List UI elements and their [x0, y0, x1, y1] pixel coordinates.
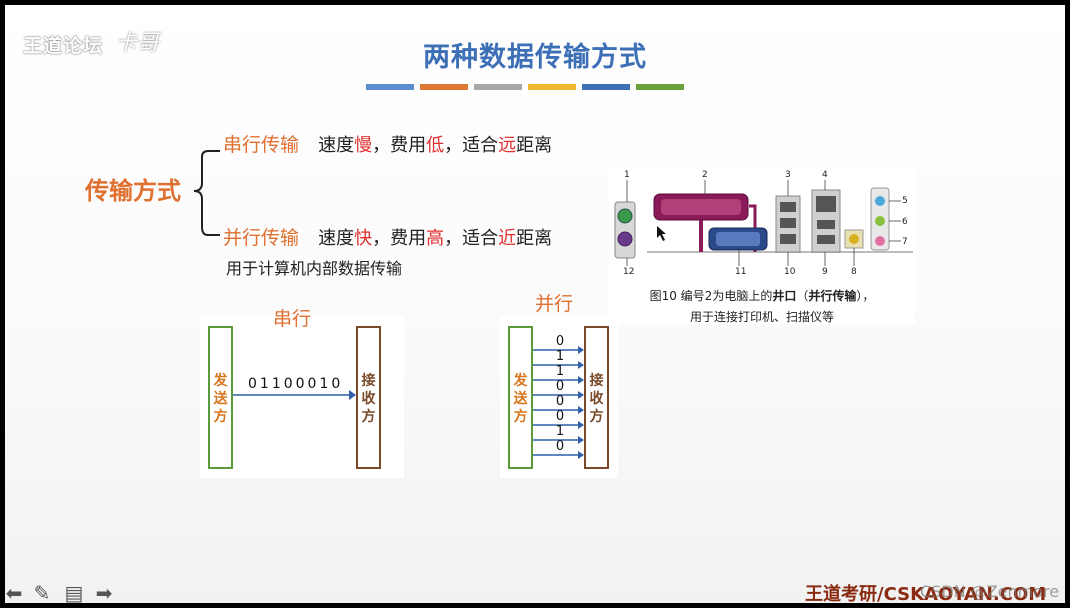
- previous-slide-icon[interactable]: ⬅: [5, 581, 23, 603]
- photo-caption-line1: 图10 编号2为电脑上的井口（并行传输），: [649, 289, 875, 303]
- parallel-arrow-head: [578, 436, 584, 444]
- serial-sender-box: 发送方: [208, 326, 233, 469]
- menu-icon[interactable]: ▤: [64, 581, 84, 603]
- parallel-arrow-head: [578, 421, 584, 429]
- parallel-arrows: [533, 346, 584, 459]
- parallel-bit: 1: [555, 364, 565, 379]
- brace-connector: [193, 150, 220, 236]
- port-number-label: 7: [902, 237, 908, 247]
- parallel-bit: 0: [555, 409, 565, 424]
- parallel-desc: 速度快，费用高，适合近距离: [318, 228, 553, 249]
- port-number-label: 4: [822, 170, 828, 180]
- serial-sender-text: 发送方: [213, 373, 228, 425]
- port-number-label: 12: [623, 267, 635, 277]
- parallel-branch: 并行传输 速度快，费用高，适合近距离: [223, 223, 552, 250]
- port-number-label: 5: [902, 196, 908, 206]
- port-number-label: 2: [702, 170, 708, 180]
- port-number-label: 6: [902, 217, 908, 227]
- parallel-bit: 1: [555, 349, 565, 364]
- serial-arrow: [233, 390, 356, 400]
- port-number-label: 11: [735, 267, 747, 277]
- title-bar-segment: [420, 84, 468, 90]
- serial-branch: 串行传输 速度慢，费用低，适合远距离: [223, 130, 552, 157]
- parallel-name: 并行传输: [223, 227, 300, 249]
- parallel-arrow-head: [578, 346, 584, 354]
- serial-receiver-box: 接收方: [356, 326, 381, 469]
- serial-receiver-text: 接收方: [361, 373, 376, 425]
- parallel-arrow-head: [578, 361, 584, 369]
- serial-name: 串行传输: [223, 134, 300, 156]
- title-bar-segment: [582, 84, 630, 90]
- parallel-arrow-head: [578, 451, 584, 459]
- serial-bits: 01100010: [248, 376, 344, 392]
- slide-title: 两种数据传输方式: [423, 42, 647, 73]
- parallel-bit: 1: [555, 424, 565, 439]
- title-bar-segment: [636, 84, 684, 90]
- forum-watermark: 王道论坛: [23, 35, 104, 57]
- serial-desc: 速度慢，费用低，适合远距离: [318, 135, 553, 156]
- parallel-receiver-text: 接收方: [589, 373, 604, 425]
- title-bar-segment: [474, 84, 522, 90]
- transmission-mode-label: 传输方式: [85, 177, 181, 205]
- footer-brand: 王道考研/CSKAOYAN.COM: [805, 584, 1047, 603]
- back-panel-illustration: [614, 180, 913, 266]
- parallel-usage-note: 用于计算机内部数据传输: [226, 259, 403, 278]
- port-number-label: 9: [822, 267, 828, 277]
- port-number-label: 10: [784, 267, 796, 277]
- pen-tool-icon[interactable]: ✎: [33, 581, 51, 603]
- port-number-label: 3: [785, 170, 791, 180]
- parallel-bit: 0: [555, 394, 565, 409]
- parallel-diagram-label: 并行: [535, 293, 574, 315]
- parallel-receiver-box: 接收方: [584, 326, 609, 469]
- serial-diagram: 串行 发送方 接收方 01100010: [200, 308, 404, 478]
- title-bar-segment: [528, 84, 576, 90]
- parallel-bit: 0: [555, 379, 565, 394]
- parallel-bit: 0: [555, 334, 565, 349]
- csdn-watermark: CSDN @Zenmore: [920, 582, 1060, 601]
- photo-caption-line2: 用于连接打印机、扫描仪等: [689, 310, 834, 324]
- parallel-bit: 0: [555, 439, 565, 454]
- parallel-arrow-head: [578, 376, 584, 384]
- port-number-label: 1: [624, 170, 630, 180]
- title-bar-segment: [366, 84, 414, 90]
- slide: 王道论坛 卡哥 两种数据传输方式 传输方式 串行传输 速度慢，费用低，适合远距离…: [5, 5, 1065, 603]
- parallel-arrow-head: [578, 391, 584, 399]
- signature-watermark: 卡哥: [115, 31, 160, 56]
- parallel-sender-box: 发送方: [508, 326, 533, 469]
- port-number-label: 8: [851, 267, 857, 277]
- parallel-sender-text: 发送方: [513, 373, 528, 425]
- title-color-bars: [366, 84, 686, 90]
- serial-diagram-label: 串行: [273, 308, 312, 330]
- next-slide-icon[interactable]: ➡: [95, 581, 113, 603]
- parallel-arrow-head: [578, 406, 584, 414]
